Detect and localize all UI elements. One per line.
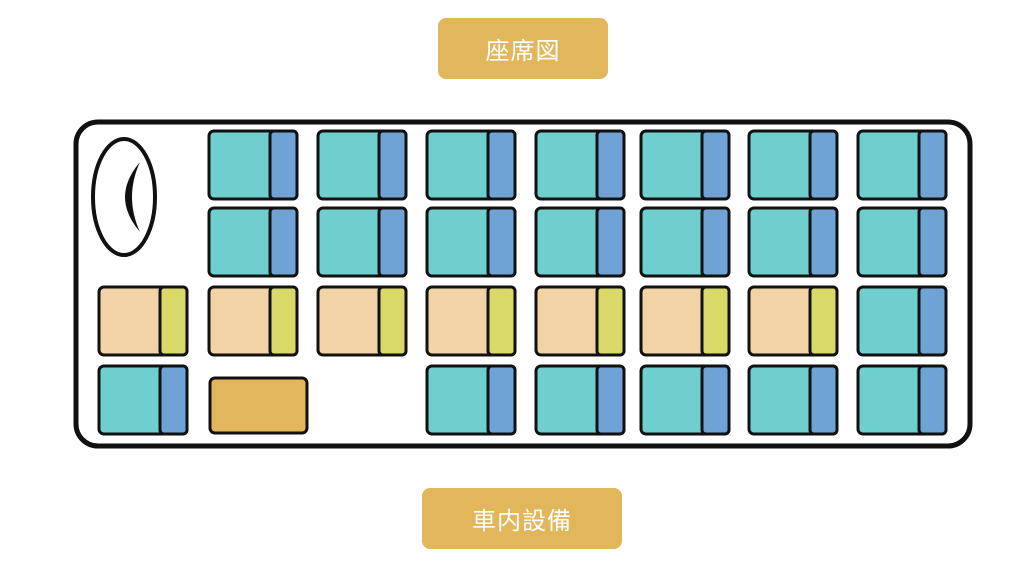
special-seat[interactable] (207, 285, 299, 357)
seat-backrest (808, 206, 839, 278)
seat[interactable] (425, 129, 517, 201)
seat[interactable] (534, 364, 626, 436)
seat[interactable] (425, 364, 517, 436)
steering-wheel-icon (91, 137, 157, 257)
seat[interactable] (639, 206, 731, 278)
seat-backrest (377, 285, 408, 357)
seat-backrest (595, 285, 626, 357)
seat[interactable] (639, 364, 731, 436)
special-seat[interactable] (747, 285, 839, 357)
seat[interactable] (856, 364, 948, 436)
seat-backrest (486, 206, 517, 278)
seat-backrest (808, 129, 839, 201)
seat-map-title: 座席図 (438, 18, 608, 79)
seat-backrest (917, 129, 948, 201)
facilities-button[interactable]: 車内設備 (422, 488, 622, 549)
seat[interactable] (747, 206, 839, 278)
special-seat[interactable] (97, 285, 189, 357)
seat-backrest (595, 206, 626, 278)
seat-backrest (595, 364, 626, 436)
seat[interactable] (856, 129, 948, 201)
seat[interactable] (534, 129, 626, 201)
seat[interactable] (316, 129, 408, 201)
seat-backrest (486, 285, 517, 357)
seat[interactable] (316, 206, 408, 278)
seat-backrest (595, 129, 626, 201)
seat-backrest (700, 129, 731, 201)
seat-backrest (808, 285, 839, 357)
special-seat[interactable] (639, 285, 731, 357)
seat-backrest (268, 206, 299, 278)
seat-backrest (268, 285, 299, 357)
seat-backrest (917, 364, 948, 436)
seat[interactable] (207, 206, 299, 278)
seat-backrest (377, 129, 408, 201)
seat[interactable] (207, 129, 299, 201)
seat-backrest (917, 206, 948, 278)
seat-backrest (268, 129, 299, 201)
seat-backrest (700, 206, 731, 278)
seat[interactable] (747, 129, 839, 201)
seat[interactable] (639, 129, 731, 201)
seat[interactable] (534, 206, 626, 278)
seat[interactable] (425, 206, 517, 278)
seat[interactable] (856, 285, 948, 357)
seat-backrest (486, 129, 517, 201)
special-seat[interactable] (316, 285, 408, 357)
seat[interactable] (747, 364, 839, 436)
seat-backrest (486, 364, 517, 436)
special-seat[interactable] (425, 285, 517, 357)
special-seat[interactable] (534, 285, 626, 357)
seat[interactable] (856, 206, 948, 278)
table (208, 376, 309, 435)
seat-backrest (700, 285, 731, 357)
seat-backrest (377, 206, 408, 278)
seat[interactable] (97, 364, 189, 436)
seat-backrest (917, 285, 948, 357)
seat-backrest (158, 364, 189, 436)
seat-backrest (808, 364, 839, 436)
seat-backrest (158, 285, 189, 357)
seat-backrest (700, 364, 731, 436)
bus-outline (73, 119, 973, 449)
